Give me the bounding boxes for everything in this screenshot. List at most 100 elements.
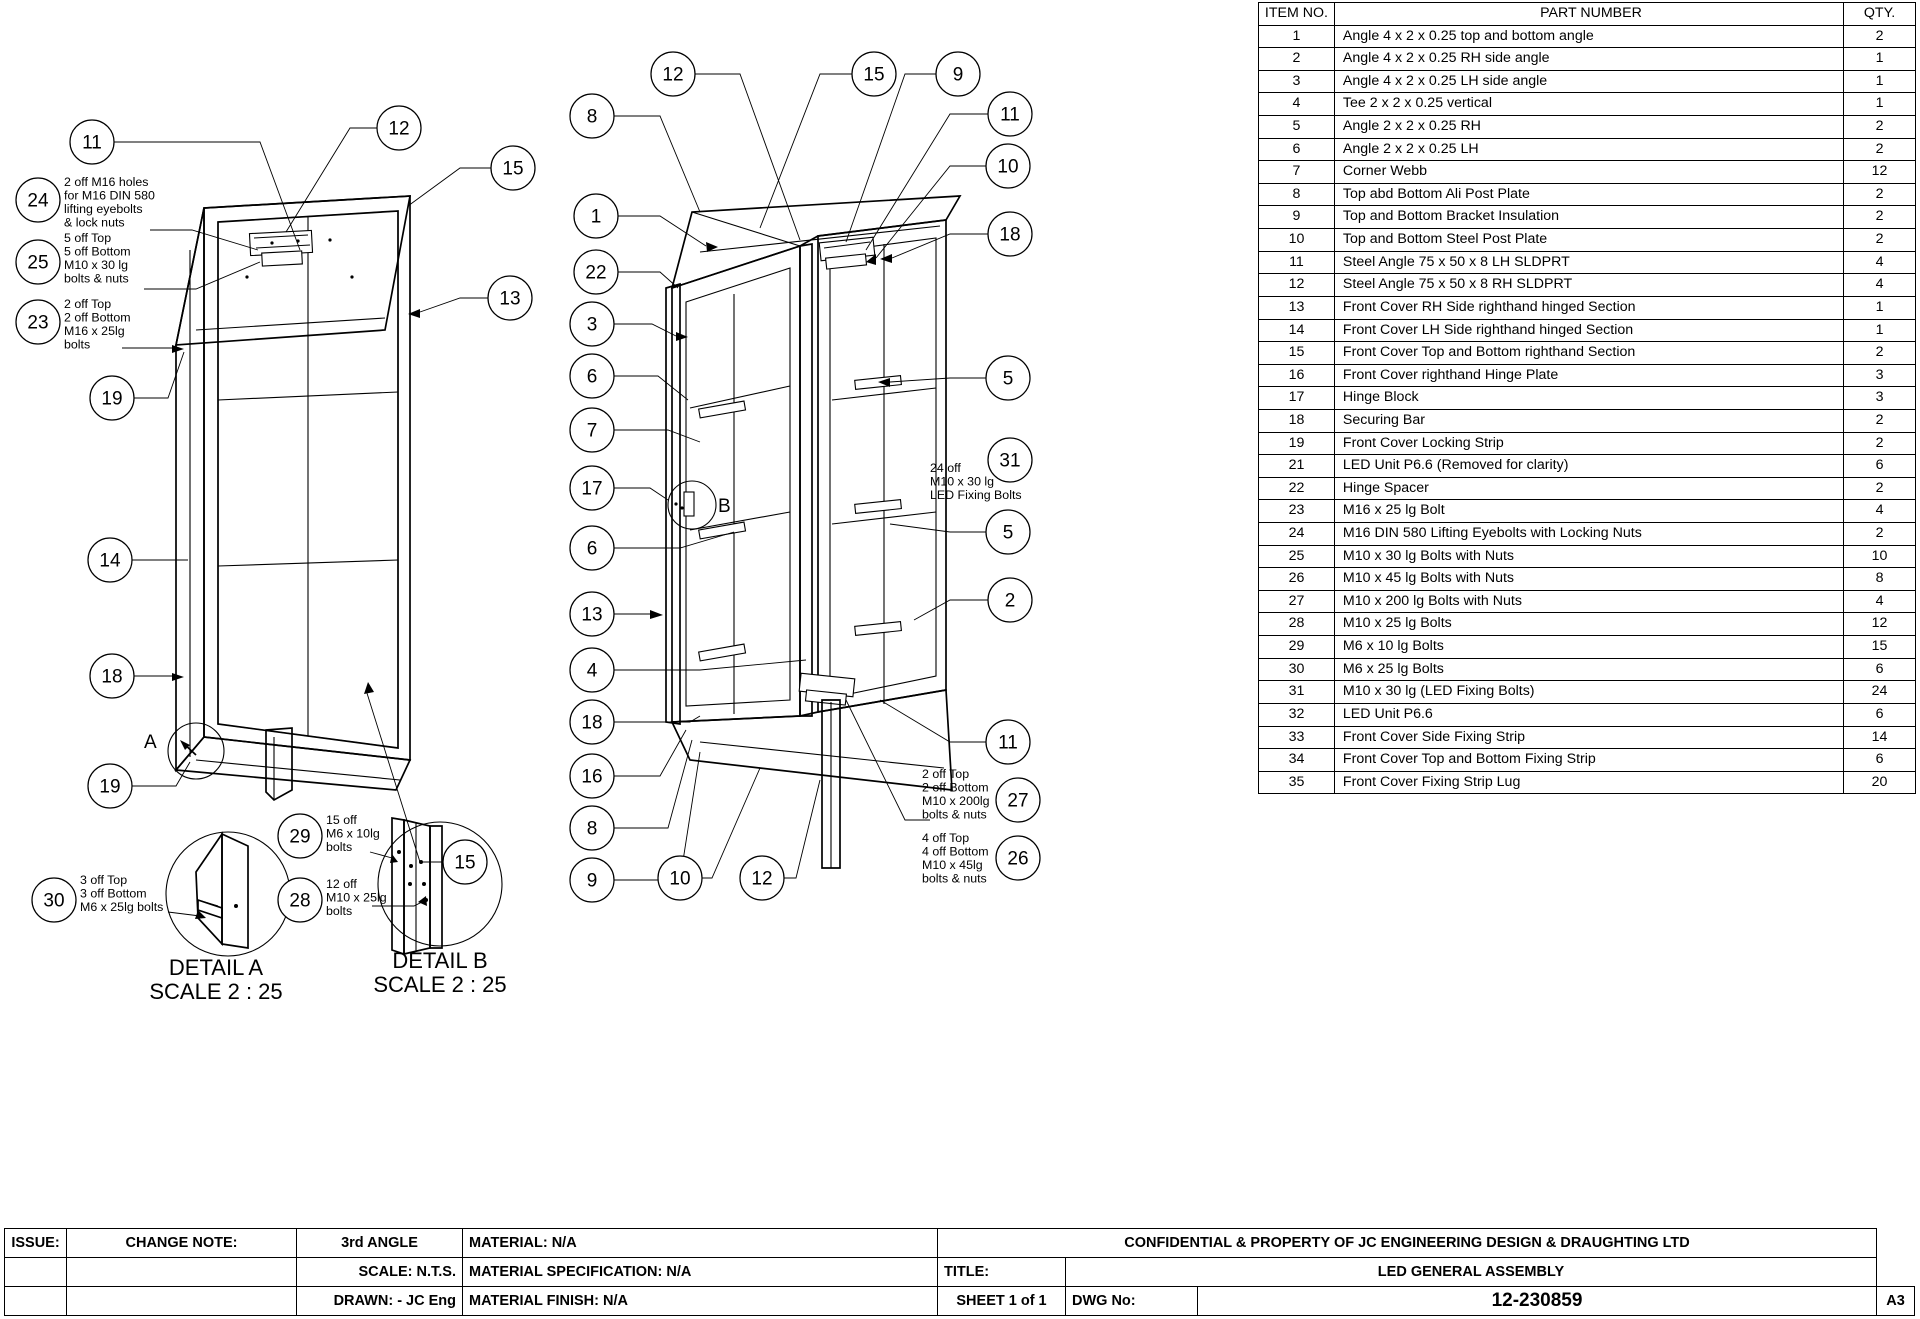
cell-part-number: Hinge Block: [1333, 386, 1845, 410]
cell-item-no: 18: [1258, 408, 1335, 433]
cell-qty: 12: [1843, 612, 1916, 637]
balloon-15-left: 15: [502, 159, 523, 180]
cell-part-number: Front Cover Top and Bottom Fixing Strip: [1333, 748, 1845, 772]
balloon-2-mid: 2: [1005, 591, 1016, 612]
cell-qty: 2: [1843, 24, 1916, 49]
balloon-17-mid: 17: [581, 479, 602, 500]
cell-part-number: M6 x 10 lg Bolts: [1333, 635, 1845, 659]
cell-item-no: 5: [1258, 115, 1335, 139]
cell-part-number: Front Cover RH Side righthand hinged Sec…: [1333, 295, 1845, 320]
detail-a-title: DETAIL A: [169, 955, 263, 980]
mid-exploded-view: B 12 15 9 8 11 10 1: [569, 51, 1041, 903]
note-23: 2 off Top 2 off Bottom M16 x 25lg bolts: [64, 297, 134, 352]
cell-part-number: Angle 4 x 2 x 0.25 RH side angle: [1333, 47, 1845, 71]
detail-a-view: 30 3 off Top 3 off Bottom M6 x 25lg bolt…: [31, 831, 291, 1004]
cell-part-number: Front Cover LH Side righthand hinged Sec…: [1333, 318, 1845, 343]
section-mark-b: B: [718, 496, 731, 517]
cell-part-number: M16 x 25 lg Bolt: [1333, 499, 1845, 524]
cell-qty: 12: [1843, 160, 1916, 184]
cell-part-number: M10 x 45 lg Bolts with Nuts: [1333, 567, 1845, 591]
title-block-row-1: ISSUE: CHANGE NOTE: 3rd ANGLE MATERIAL: …: [4, 1228, 1915, 1258]
cell-item-no: 3: [1258, 69, 1335, 94]
cell-qty: 15: [1843, 635, 1916, 659]
cell-item-no: 13: [1258, 295, 1335, 320]
balloon-11-mid-lower: 11: [998, 733, 1018, 754]
cell-qty: 1: [1843, 92, 1916, 117]
balloon-8-mid-lower: 8: [587, 819, 598, 840]
balloon-27-mid: 27: [1007, 791, 1028, 812]
balloon-15-left-lower: 15: [454, 853, 475, 874]
balloon-18-mid: 18: [999, 225, 1020, 246]
drawing-area: A 11 12 15 24 2 off M16 holes for M16 DI…: [15, 51, 1041, 1004]
cell-qty: 8: [1843, 567, 1916, 591]
cell-item-no: 15: [1258, 341, 1335, 365]
balloon-30-detail-a: 30: [43, 891, 64, 912]
title-block-row-3: DRAWN: - JC Eng MATERIAL FINISH: N/A SHE…: [4, 1286, 1915, 1316]
balloon-5-mid-upper: 5: [1003, 369, 1014, 390]
cell-qty: 2: [1843, 476, 1916, 501]
cell-item-no: 28: [1258, 612, 1335, 637]
balloon-10-mid: 10: [997, 157, 1018, 178]
cell-item-no: 35: [1258, 770, 1335, 795]
scale-value: SCALE: N.T.S.: [296, 1257, 463, 1287]
balloon-9-mid-lower: 9: [587, 871, 598, 892]
balloon-1-mid: 1: [591, 207, 602, 228]
cell-qty: 20: [1843, 770, 1916, 795]
note-27: 2 off Top 2 off Bottom M10 x 200lg bolts…: [922, 767, 993, 822]
balloon-26-mid: 26: [1007, 849, 1028, 870]
cell-item-no: 19: [1258, 431, 1335, 456]
cell-item-no: 2: [1258, 47, 1335, 71]
cell-part-number: LED Unit P6.6: [1333, 702, 1845, 727]
balloon-24-left: 24: [27, 191, 49, 212]
material-specification-value: MATERIAL SPECIFICATION: N/A: [462, 1257, 938, 1287]
balloon-6-mid-upper: 6: [587, 367, 598, 388]
cell-qty: 2: [1843, 182, 1916, 207]
cell-part-number: Front Cover righthand Hinge Plate: [1333, 363, 1845, 388]
cell-part-number: Top and Bottom Bracket Insulation: [1333, 205, 1845, 230]
cell-item-no: 9: [1258, 205, 1335, 230]
cell-item-no: 22: [1258, 476, 1335, 501]
note-28: 12 off M10 x 25lg bolts: [326, 877, 390, 918]
cell-qty: 2: [1843, 522, 1916, 546]
balloon-13-mid: 13: [581, 605, 602, 626]
cell-part-number: M10 x 200 lg Bolts with Nuts: [1333, 589, 1845, 614]
detail-a-scale: SCALE 2 : 25: [149, 979, 282, 1004]
balloon-12-mid: 12: [662, 65, 683, 86]
cell-item-no: 16: [1258, 363, 1335, 388]
material-value: MATERIAL: N/A: [462, 1228, 938, 1258]
cell-part-number: Angle 4 x 2 x 0.25 top and bottom angle: [1333, 24, 1845, 49]
cell-qty: 2: [1843, 115, 1916, 139]
change-note-label: CHANGE NOTE:: [66, 1228, 297, 1258]
cell-item-no: 6: [1258, 137, 1335, 162]
balloon-11-left: 11: [82, 133, 102, 154]
balloon-11-mid: 11: [1000, 105, 1020, 126]
balloon-8-mid: 8: [587, 107, 598, 128]
balloon-19-left-lower: 19: [99, 777, 120, 798]
balloon-7-mid: 7: [587, 421, 598, 442]
header-part-number: PART NUMBER: [1333, 2, 1845, 26]
balloon-22-mid: 22: [585, 263, 606, 284]
cell-qty: 1: [1843, 318, 1916, 343]
material-finish-value: MATERIAL FINISH: N/A: [462, 1286, 938, 1316]
